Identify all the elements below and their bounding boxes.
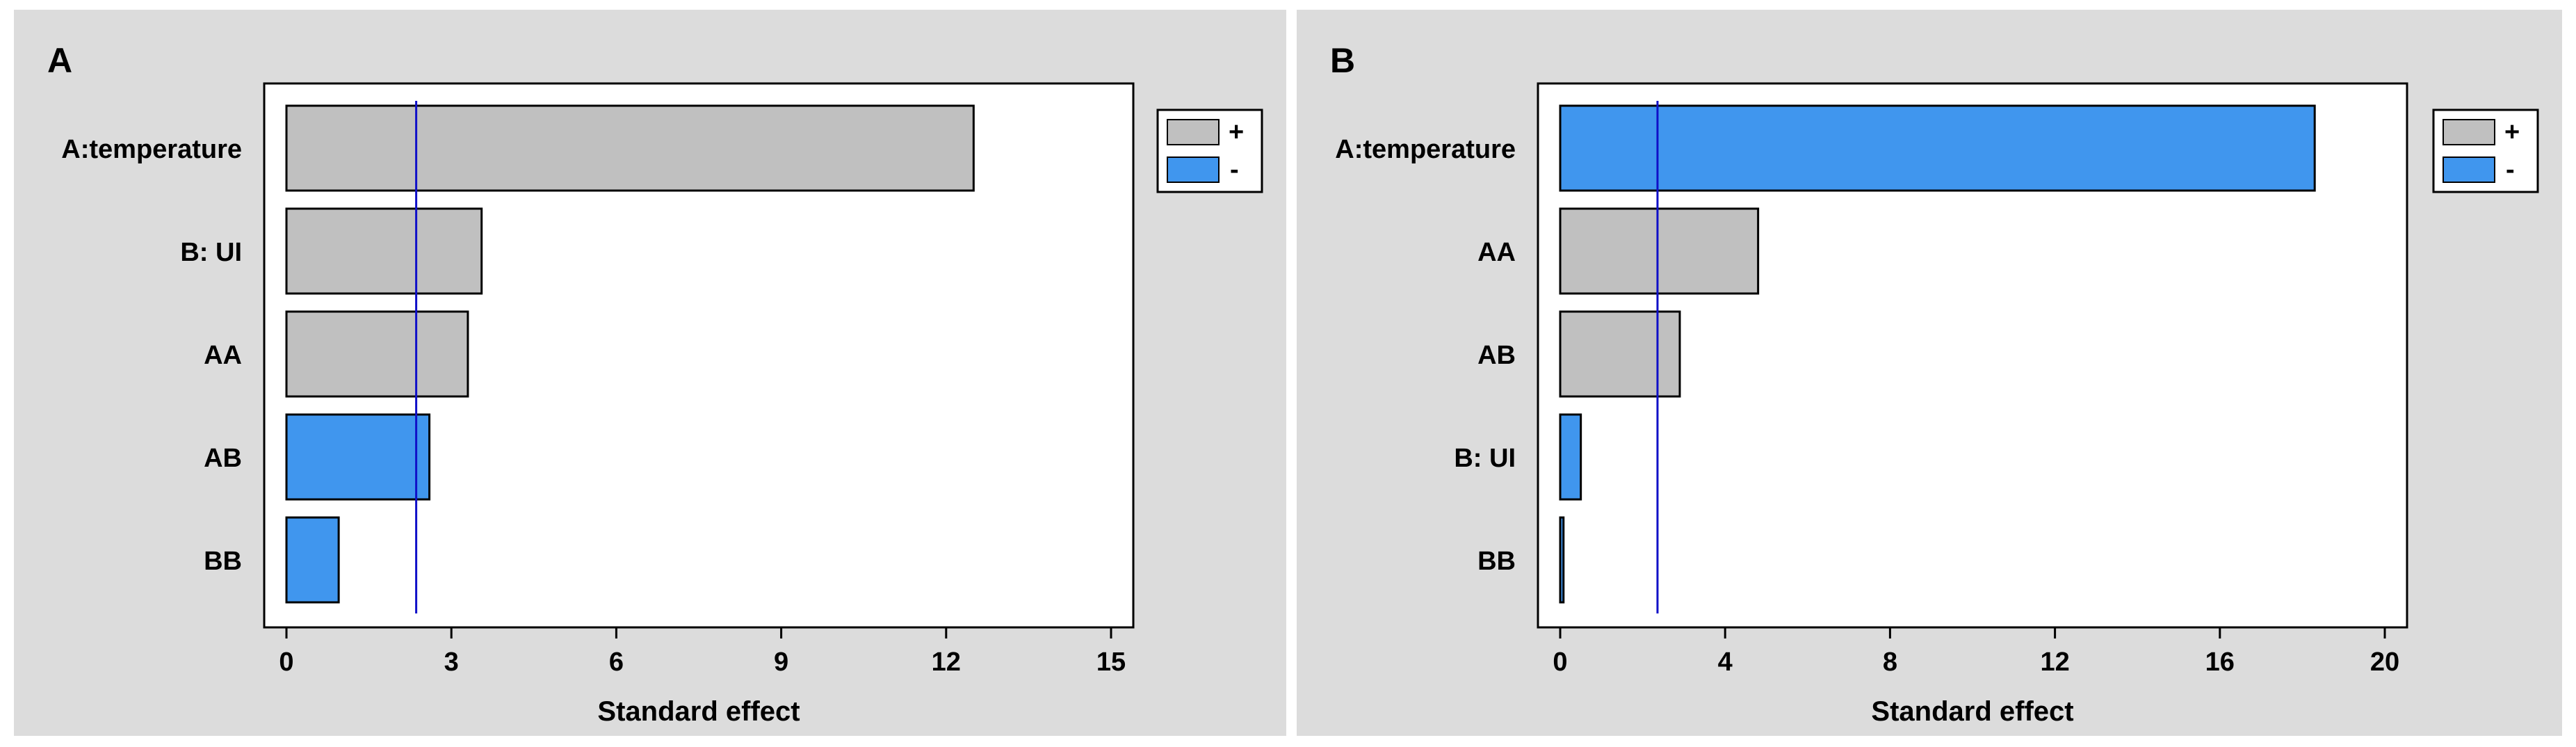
x-tick-label: 15 [1096,648,1126,677]
category-label: AB [1477,341,1516,370]
x-tick-label: 12 [932,648,961,677]
category-label: B: UI [180,238,242,267]
category-label: BB [1477,547,1516,576]
legend-swatch-positive [2443,119,2495,145]
x-tick-label: 16 [2205,648,2235,677]
chart-panel-a: A A:temperature B: UI AA AB BB 0 3 6 9 12 15Standar… [14,10,1286,736]
legend: +- [1156,109,1263,193]
panel-label: A [47,41,72,80]
x-tick-label: 12 [2040,648,2069,677]
x-tick-label: 4 [1718,648,1733,677]
legend-label-negative: - [1230,155,1239,184]
legend-swatch-negative [1167,156,1220,183]
x-tick-label: 0 [1553,648,1567,677]
bar [1559,104,2316,192]
category-label: AA [204,341,242,370]
x-tick-label: 9 [774,648,788,677]
legend-swatch-positive [1167,119,1220,145]
category-label: B: UI [1454,444,1516,473]
x-tick-label: 3 [444,648,459,677]
x-axis-label: Standard effect [1871,696,2073,727]
panel-label: B [1330,41,1355,80]
bar [1559,310,1681,398]
category-label: AB [204,444,242,473]
category-label: A:temperature [61,135,242,164]
legend-label-negative: - [2506,155,2515,184]
x-tick-label: 8 [1883,648,1897,677]
category-label: AA [1477,238,1516,267]
bar [1559,207,1760,295]
bar [285,207,483,295]
legend-swatch-negative [2443,156,2495,183]
x-tick-label: 6 [609,648,624,677]
category-label: BB [204,547,242,576]
bar [285,516,340,604]
legend-label-positive: + [1229,118,1244,147]
bar [285,104,975,192]
x-axis-label: Standard effect [597,696,800,727]
bar [285,413,431,501]
bar [1559,516,1565,604]
x-tick-label: 20 [2370,648,2399,677]
legend-label-positive: + [2504,118,2520,147]
category-label: A:temperature [1335,135,1516,164]
bar [1559,413,1582,501]
bar [285,310,469,398]
x-tick-label: 0 [279,648,293,677]
legend: +- [2432,109,2539,193]
